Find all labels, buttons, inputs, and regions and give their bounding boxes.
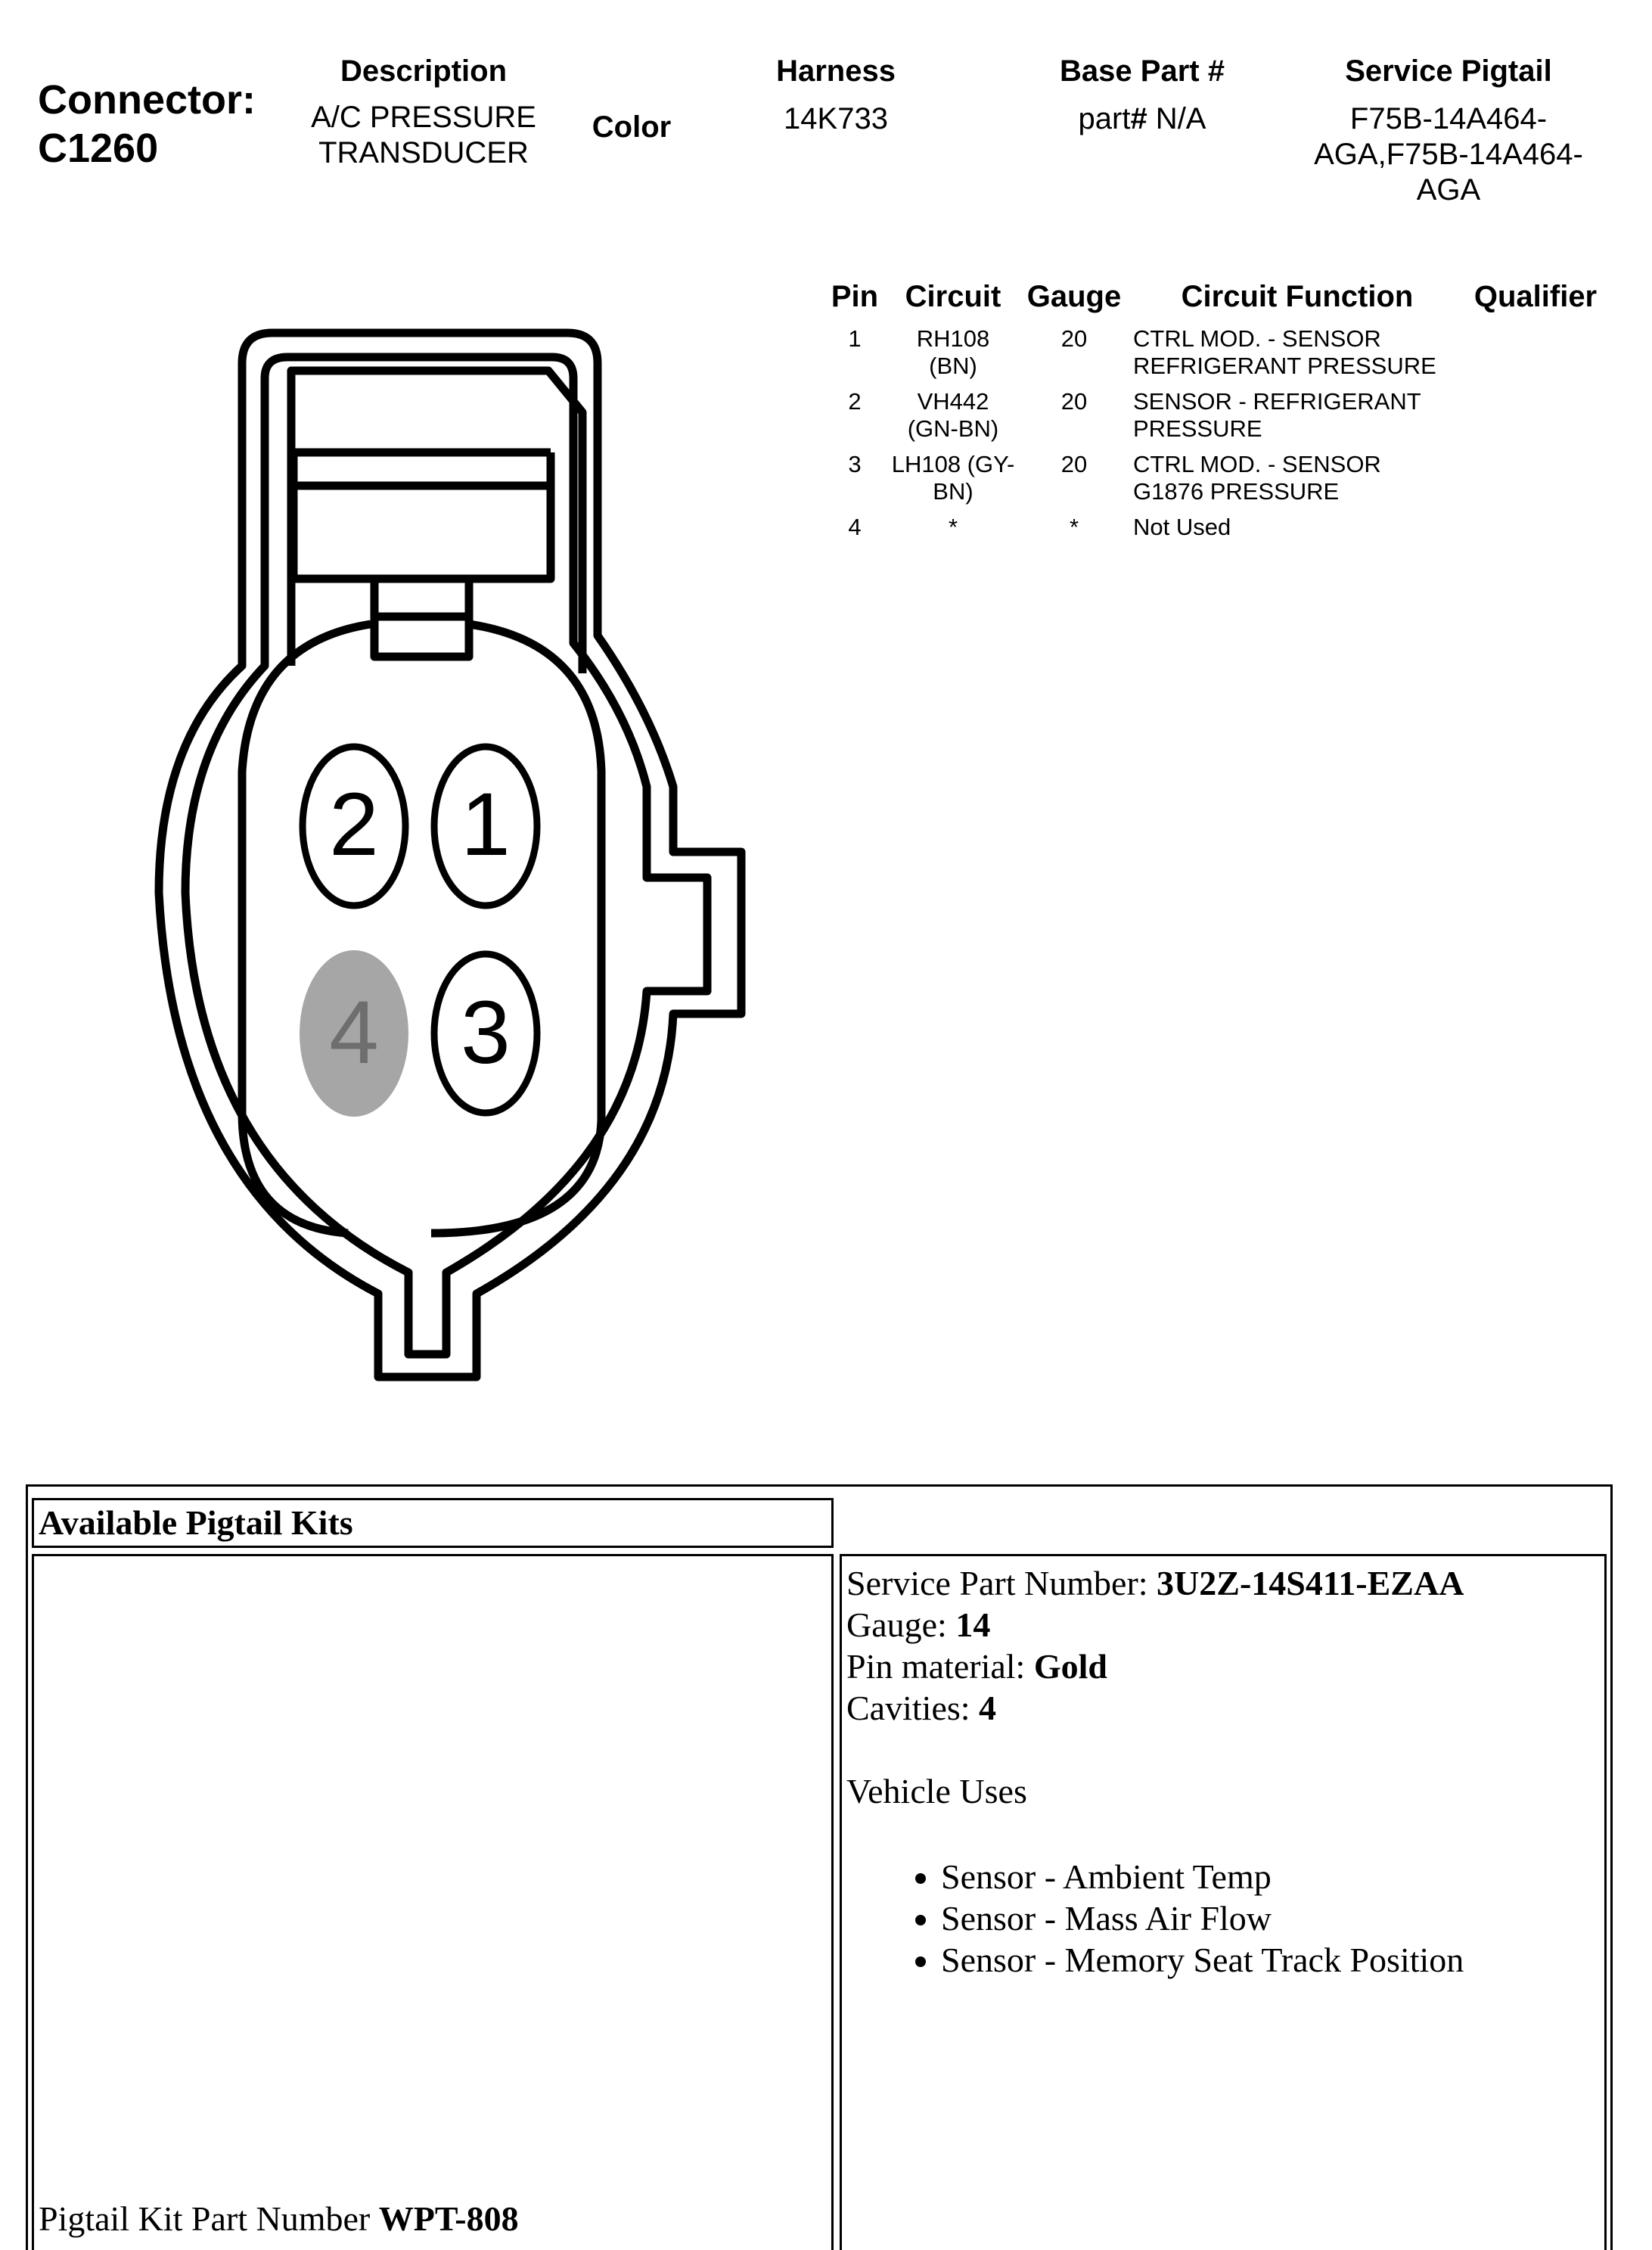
service-pigtail-value: F75B-14A464- AGA,F75B-14A464- AGA xyxy=(1286,101,1611,208)
service-pigtail-line-1: F75B-14A464- xyxy=(1349,102,1548,135)
pin-4-label: 4 xyxy=(329,983,379,1083)
circuit-cell: LH108 (GY- BN) xyxy=(885,451,1021,505)
circuit-line: LH108 (GY- xyxy=(891,451,1015,477)
connector-label: Connector: C1260 xyxy=(38,76,256,172)
cavities-value: 4 xyxy=(979,1689,997,1727)
circuit-line: (BN) xyxy=(929,353,977,379)
pin-2-label: 2 xyxy=(329,775,379,875)
pin-4-fill xyxy=(300,950,408,1117)
base-part-hash: # xyxy=(1130,102,1147,135)
service-pigtail-line-3: AGA xyxy=(1416,173,1481,207)
pin-material-value: Gold xyxy=(1033,1647,1107,1686)
base-part-value: part# N/A xyxy=(1029,101,1256,137)
circuit-line: BN) xyxy=(933,478,974,505)
function-cell: SENSOR - REFRIGERANT PRESSURE xyxy=(1133,388,1466,443)
pin-2-cavity: 2 xyxy=(299,743,409,909)
pin-material-label: Pin material: xyxy=(846,1647,1034,1686)
function-line: CTRL MOD. - SENSOR xyxy=(1133,325,1381,352)
function-line: CTRL MOD. - SENSOR xyxy=(1133,451,1381,477)
connector-outline xyxy=(154,328,746,1381)
pin-cell: 2 xyxy=(848,388,862,415)
circuit-cell: RH108 (BN) xyxy=(893,325,1014,380)
base-part-suffix: N/A xyxy=(1147,102,1206,135)
harness-value: 14K733 xyxy=(784,102,888,135)
service-pigtail-line-2: AGA,F75B-14A464- xyxy=(1314,138,1583,171)
pin-1-cavity: 1 xyxy=(430,743,541,909)
circuit-col-header: Circuit xyxy=(905,280,1001,313)
description-line-1: A/C PRESSURE xyxy=(311,101,536,134)
description-line-2: TRANSDUCER xyxy=(318,136,529,169)
function-cell: CTRL MOD. - SENSOR G1876 PRESSURE xyxy=(1133,451,1466,505)
vehicle-uses-list: Sensor - Ambient Temp Sensor - Mass Air … xyxy=(846,1856,1604,1981)
qualifier-col-header: Qualifier xyxy=(1473,280,1598,313)
kit-gauge-label: Gauge: xyxy=(846,1605,956,1644)
function-col-header: Circuit Function xyxy=(1181,280,1414,313)
vehicle-use-item: Sensor - Ambient Temp xyxy=(941,1856,1604,1897)
gauge-cell: 20 xyxy=(1060,451,1088,477)
function-line: SENSOR - REFRIGERANT xyxy=(1133,388,1421,415)
kit-part-label: Pigtail Kit Part Number xyxy=(39,2199,379,2238)
function-line: G1876 PRESSURE xyxy=(1133,478,1340,505)
pigtail-kit-image-cell: Pigtail Kit Part Number WPT-808 xyxy=(32,1554,834,2250)
kit-gauge-value: 14 xyxy=(955,1605,991,1644)
service-part-value: 3U2Z-14S411-EZAA xyxy=(1157,1564,1464,1602)
circuit-line: RH108 xyxy=(916,325,990,352)
pin-col-header: Pin xyxy=(831,280,879,313)
base-part-header: Base Part # xyxy=(1060,54,1225,88)
pin-cell: 3 xyxy=(848,451,862,477)
function-line: PRESSURE xyxy=(1133,415,1262,442)
kit-part-value: WPT-808 xyxy=(378,2199,519,2238)
vehicle-uses-title: Vehicle Uses xyxy=(846,1772,1027,1810)
circuit-cell: VH442 (GN-BN) xyxy=(893,388,1014,443)
color-header: Color xyxy=(592,110,672,144)
gauge-cell: * xyxy=(1069,514,1079,540)
vehicle-use-item: Sensor - Mass Air Flow xyxy=(941,1897,1604,1939)
pigtail-kits-title-cell: Available Pigtail Kits xyxy=(32,1498,834,1548)
pigtail-kit-details-cell: Service Part Number: 3U2Z-14S411-EZAA Ga… xyxy=(840,1554,1607,2250)
pin-material: Pin material: Gold xyxy=(846,1646,1604,1687)
kit-gauge: Gauge: 14 xyxy=(846,1604,1604,1646)
gauge-cell: 20 xyxy=(1060,325,1088,352)
cavities-label: Cavities: xyxy=(846,1689,980,1727)
base-part-prefix: part xyxy=(1078,102,1131,135)
connector-id: C1260 xyxy=(38,126,159,171)
function-line: REFRIGERANT PRESSURE xyxy=(1133,353,1436,379)
circuit-line: VH442 xyxy=(917,388,989,415)
description-header: Description xyxy=(340,54,508,88)
gauge-col-header: Gauge xyxy=(1026,280,1122,313)
harness-header: Harness xyxy=(776,54,896,88)
pin-1-label: 1 xyxy=(461,775,511,875)
kit-details: Service Part Number: 3U2Z-14S411-EZAA Ga… xyxy=(842,1556,1604,1981)
service-part-number: Service Part Number: 3U2Z-14S411-EZAA xyxy=(846,1562,1604,1604)
pin-cell: 4 xyxy=(848,514,862,540)
function-cell: CTRL MOD. - SENSOR REFRIGERANT PRESSURE xyxy=(1133,325,1466,380)
cavities: Cavities: 4 xyxy=(846,1687,1604,1729)
pin-4-cavity: 4 xyxy=(300,950,408,1117)
pin-3-label: 3 xyxy=(461,983,511,1083)
connector-label-prefix: Connector: xyxy=(38,77,256,123)
description-value: A/C PRESSURE TRANSDUCER xyxy=(287,100,560,171)
circuit-cell: * xyxy=(948,514,958,540)
pigtail-kits-title: Available Pigtail Kits xyxy=(39,1503,353,1542)
pin-cavities: 2 1 4 3 xyxy=(299,743,541,1117)
pigtail-kit-part-number: Pigtail Kit Part Number WPT-808 xyxy=(39,2198,519,2239)
pin-3-cavity: 3 xyxy=(430,950,541,1117)
pigtail-kits-table xyxy=(26,1484,1613,2250)
service-part-label: Service Part Number: xyxy=(846,1564,1157,1602)
pin-cell: 1 xyxy=(848,325,862,352)
service-pigtail-header: Service Pigtail xyxy=(1345,54,1552,88)
vehicle-use-item: Sensor - Memory Seat Track Position xyxy=(941,1939,1604,1981)
circuit-line: (GN-BN) xyxy=(907,415,999,442)
function-cell: Not Used xyxy=(1133,514,1231,540)
gauge-cell: 20 xyxy=(1060,388,1088,415)
connector-face-diagram: 2 1 4 3 xyxy=(154,328,746,1381)
